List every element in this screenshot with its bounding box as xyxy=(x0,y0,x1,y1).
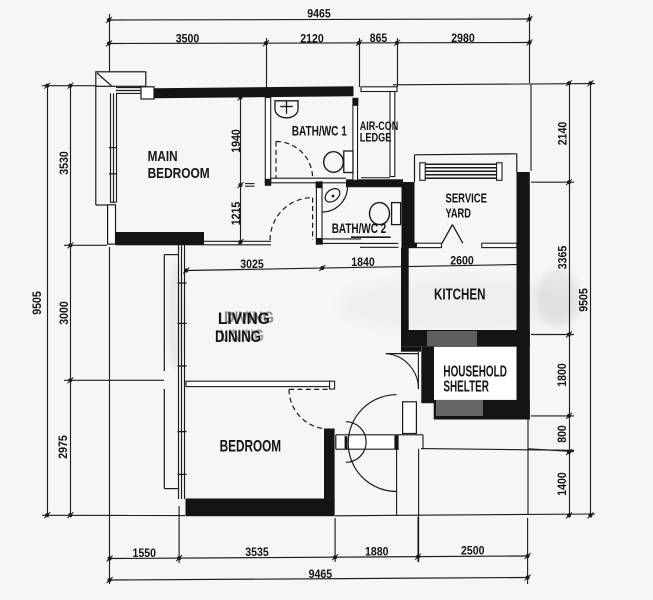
svg-text:2600: 2600 xyxy=(450,255,474,267)
svg-text:1840: 1840 xyxy=(351,257,375,269)
svg-text:9505: 9505 xyxy=(32,291,44,315)
svg-text:LIVING: LIVING xyxy=(218,310,270,328)
svg-text:3535: 3535 xyxy=(245,547,269,559)
svg-text:DINING: DINING xyxy=(215,328,261,346)
svg-text:YARD: YARD xyxy=(446,206,472,221)
svg-text:2120: 2120 xyxy=(300,33,324,45)
svg-text:2500: 2500 xyxy=(461,546,485,558)
svg-text:LEDGE: LEDGE xyxy=(360,133,392,145)
svg-text:865: 865 xyxy=(370,33,388,45)
svg-text:BATH/WC 1: BATH/WC 1 xyxy=(292,124,347,139)
svg-text:9465: 9465 xyxy=(309,569,333,581)
svg-text:800: 800 xyxy=(557,425,569,443)
svg-text:1400: 1400 xyxy=(557,472,569,496)
svg-text:BATH/WC 2: BATH/WC 2 xyxy=(332,221,387,236)
svg-text:SHELTER: SHELTER xyxy=(443,379,489,396)
svg-text:3530: 3530 xyxy=(59,151,71,175)
svg-text:SERVICE: SERVICE xyxy=(446,191,488,206)
svg-text:3025: 3025 xyxy=(240,259,264,271)
svg-text:1940: 1940 xyxy=(231,129,243,153)
svg-text:HOUSEHOLD: HOUSEHOLD xyxy=(443,363,507,380)
svg-text:9465: 9465 xyxy=(307,9,331,21)
svg-text:BEDROOM: BEDROOM xyxy=(148,165,210,182)
svg-text:2980: 2980 xyxy=(451,33,475,45)
svg-text:KITCHEN: KITCHEN xyxy=(434,287,486,304)
svg-text:DIVING: DIVING xyxy=(224,309,274,327)
svg-text:BEDROOM: BEDROOM xyxy=(220,436,282,455)
svg-text:9505: 9505 xyxy=(579,288,591,312)
svg-text:3000: 3000 xyxy=(59,301,71,325)
svg-text:1880: 1880 xyxy=(365,547,389,559)
svg-text:1215: 1215 xyxy=(231,201,243,225)
svg-text:1550: 1550 xyxy=(133,548,157,560)
svg-text:3500: 3500 xyxy=(176,34,200,46)
svg-text:2975: 2975 xyxy=(58,435,70,459)
svg-text:1800: 1800 xyxy=(557,363,569,387)
svg-text:LINING: LINING xyxy=(220,327,264,345)
svg-text:3365: 3365 xyxy=(558,245,570,269)
svg-text:2140: 2140 xyxy=(558,122,570,146)
svg-text:MAIN: MAIN xyxy=(148,148,178,165)
svg-text:AIR-CON: AIR-CON xyxy=(360,121,399,133)
